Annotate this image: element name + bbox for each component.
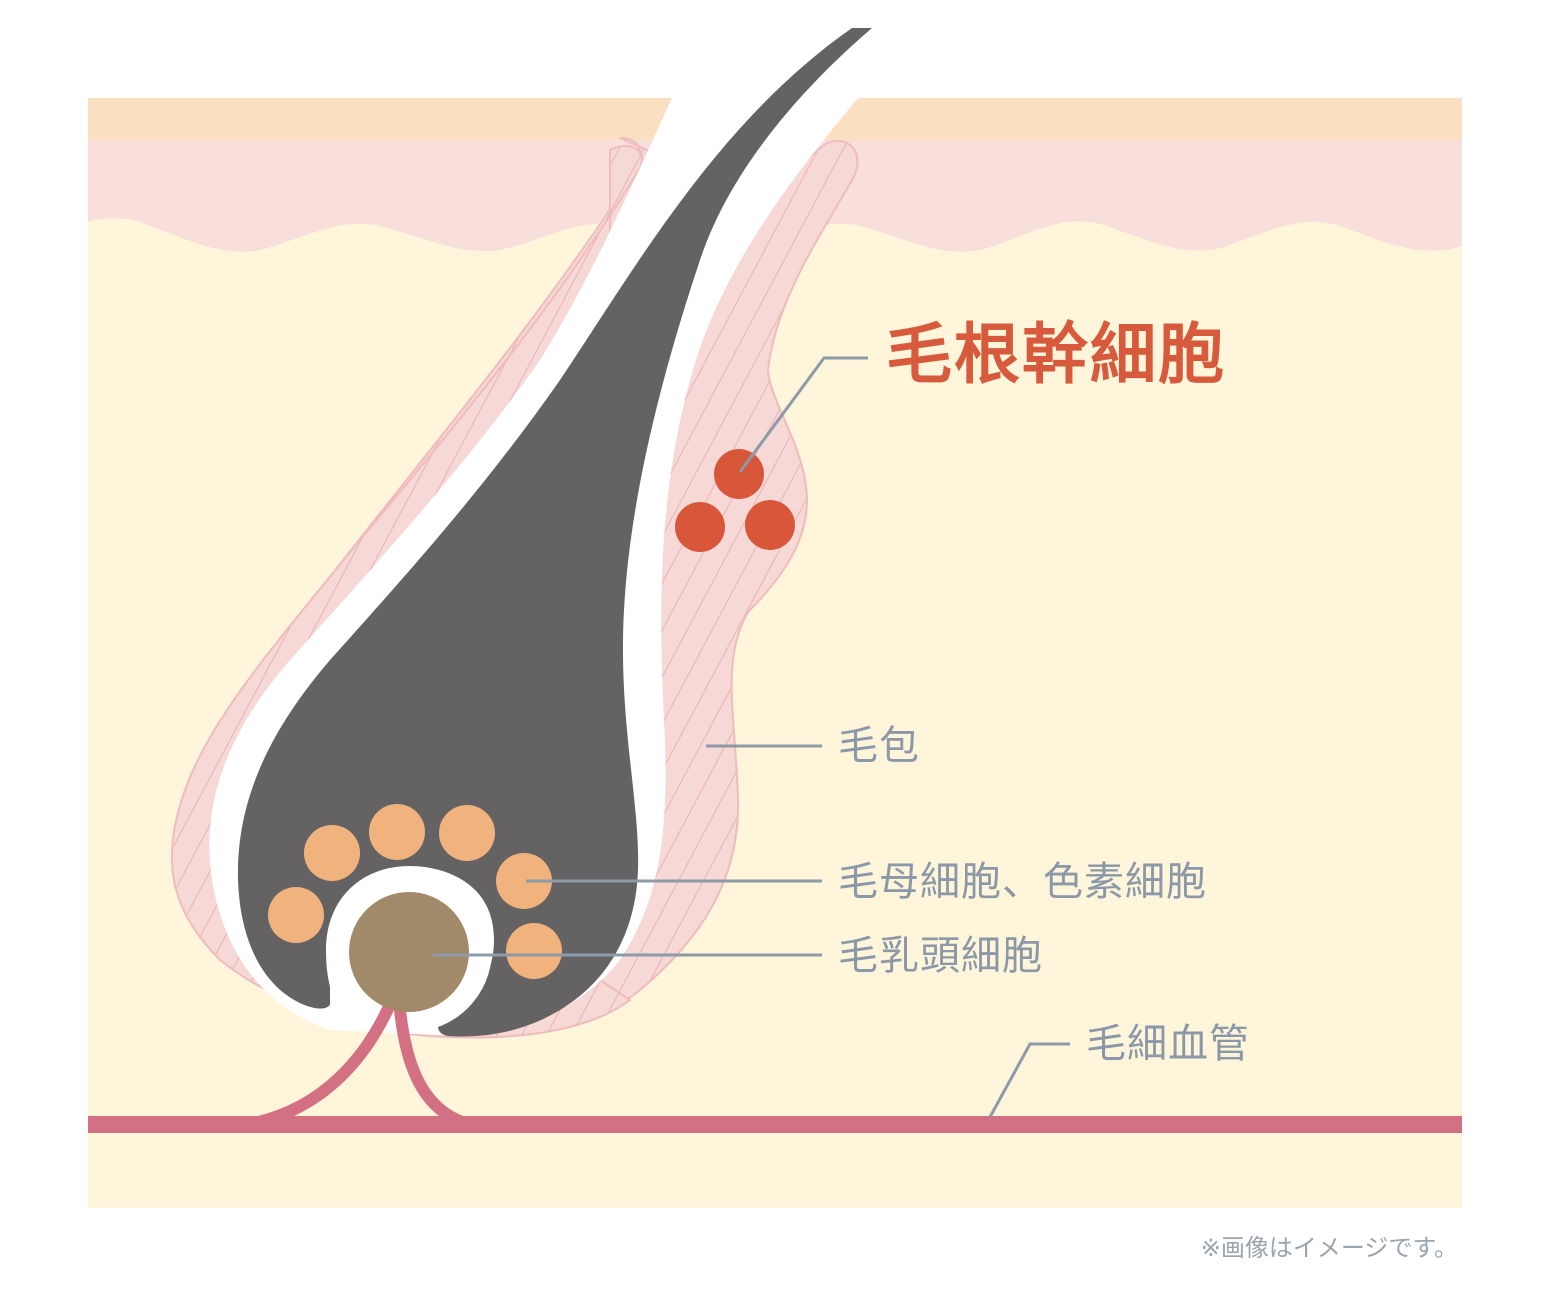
capillary-leader [988, 1042, 1070, 1118]
stem-cell-label: 毛根幹細胞 [886, 316, 1226, 393]
papilla-label: 毛乳頭細胞 [838, 933, 1043, 979]
matrix-cell [496, 853, 552, 909]
stem-cells [675, 449, 795, 552]
stem-cell [745, 500, 795, 550]
hair-shaft [237, 28, 873, 1037]
stem-cell [714, 449, 764, 499]
matrix-cell [304, 825, 360, 881]
matrix-melanocyte-label: 毛母細胞、色素細胞 [838, 859, 1207, 905]
matrix-cell [506, 923, 562, 979]
follicle-label: 毛包 [838, 723, 920, 769]
capillary-label: 毛細血管 [1086, 1021, 1250, 1067]
matrix-cells [268, 804, 562, 979]
stem-cell [675, 502, 725, 552]
stem-cell-leader [738, 356, 868, 473]
dermal-papilla [349, 892, 469, 1012]
capillary-main [88, 1116, 1462, 1133]
matrix-cell [439, 805, 495, 861]
matrix-cell [369, 804, 425, 860]
matrix-cell [268, 887, 324, 943]
image-note: ※画像はイメージです。 [1200, 1234, 1458, 1262]
